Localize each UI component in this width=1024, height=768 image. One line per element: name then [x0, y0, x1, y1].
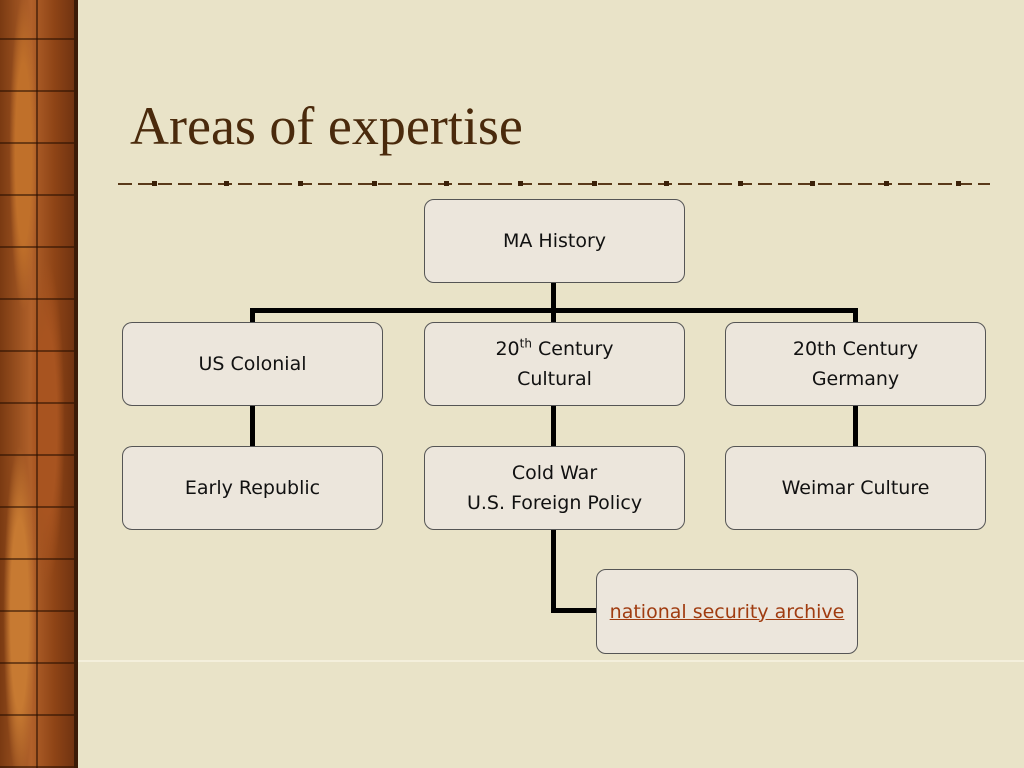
node-cold-war-line-1: Cold War	[511, 462, 598, 484]
connector-germany-to-weimar	[853, 405, 858, 447]
connector-cold-war-down	[551, 528, 556, 612]
national-security-archive-link[interactable]: national security archive	[609, 600, 845, 623]
node-weimar-culture: Weimar Culture	[725, 446, 986, 530]
node-national-security-archive: national security archive	[596, 569, 858, 654]
decorative-dashed-rule	[118, 181, 990, 186]
ordinal-suffix: th	[519, 336, 532, 351]
node-us-colonial: US Colonial	[122, 322, 383, 406]
node-cold-war: Cold War U.S. Foreign Policy	[424, 446, 685, 530]
connector-cultural-to-cold-war	[551, 405, 556, 447]
connector-to-germany	[853, 308, 858, 324]
node-germany-line-2: Germany	[811, 368, 900, 390]
node-cold-war-line-2: U.S. Foreign Policy	[466, 492, 643, 514]
node-germany-line-1: 20th Century	[792, 338, 919, 360]
connector-to-cultural	[551, 308, 556, 324]
node-early-republic: Early Republic	[122, 446, 383, 530]
side-panel-grid	[0, 0, 78, 768]
side-panel-edge	[74, 0, 78, 768]
connector-root-down	[551, 282, 556, 310]
node-ma-history: MA History	[424, 199, 685, 283]
century-word: Century	[531, 338, 614, 360]
connector-to-nsa	[551, 608, 599, 613]
node-20th-century-germany: 20th Century Germany	[725, 322, 986, 406]
slide-title: Areas of expertise	[130, 96, 523, 156]
connector-to-us-colonial	[250, 308, 255, 324]
node-early-republic-label: Early Republic	[184, 477, 321, 499]
connector-colonial-to-early-republic	[250, 405, 255, 447]
node-cultural-line-2: Cultural	[517, 368, 592, 390]
node-ma-history-label: MA History	[502, 230, 607, 252]
node-20th-century-cultural: 20th Century Cultural	[424, 322, 685, 406]
node-us-colonial-label: US Colonial	[198, 353, 307, 375]
bottom-divider	[78, 660, 1024, 662]
node-weimar-label: Weimar Culture	[781, 477, 930, 499]
ordinal-number: 20	[495, 338, 520, 360]
node-cultural-line-1: 20th Century	[495, 334, 613, 364]
